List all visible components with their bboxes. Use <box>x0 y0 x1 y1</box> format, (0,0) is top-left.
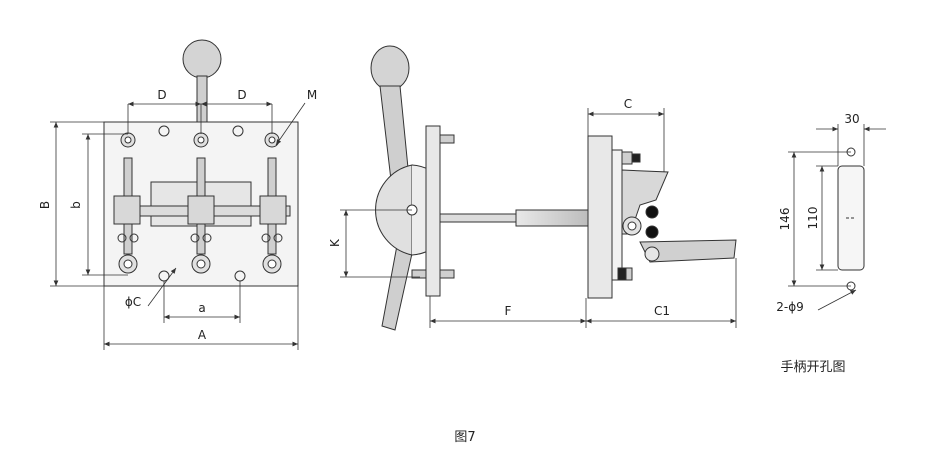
label-A: A <box>198 328 207 342</box>
label-110: 110 <box>806 207 820 230</box>
side-switch-body <box>587 135 613 299</box>
label-146: 146 <box>778 208 792 231</box>
contact-block-right <box>259 195 287 225</box>
handle-knob <box>182 39 222 79</box>
side-handle-knob <box>370 45 410 91</box>
top-hole-right <box>232 125 244 137</box>
label-M: M <box>307 88 317 102</box>
label-K: K <box>328 238 342 247</box>
front-view <box>103 39 299 287</box>
contact-block-left <box>113 195 141 225</box>
label-phiC: ϕC <box>125 295 141 309</box>
label-F: F <box>505 304 512 318</box>
side-mount-plate <box>425 125 441 297</box>
cutout-title: 手柄开孔图 <box>780 360 845 375</box>
label-30: 30 <box>844 112 859 126</box>
label-holes: 2-ϕ9 <box>776 300 804 314</box>
handle-stem <box>196 75 208 125</box>
side-dimensions <box>340 108 737 328</box>
label-a: a <box>198 301 205 315</box>
handle-cutout <box>837 147 865 291</box>
rod-coupler <box>515 209 589 227</box>
label-D-left: D <box>157 88 166 102</box>
figure-caption: 图7 <box>454 430 475 445</box>
side-view <box>370 45 737 331</box>
label-D-right: D <box>237 88 246 102</box>
label-b: b <box>69 201 83 209</box>
label-C1: C1 <box>654 304 670 318</box>
front-dimensions <box>50 101 306 350</box>
label-C: C <box>624 97 632 111</box>
cutout-dimensions <box>788 124 886 311</box>
label-B: B <box>38 201 52 209</box>
contact-block-center <box>187 195 215 225</box>
top-hole-left <box>158 125 170 137</box>
